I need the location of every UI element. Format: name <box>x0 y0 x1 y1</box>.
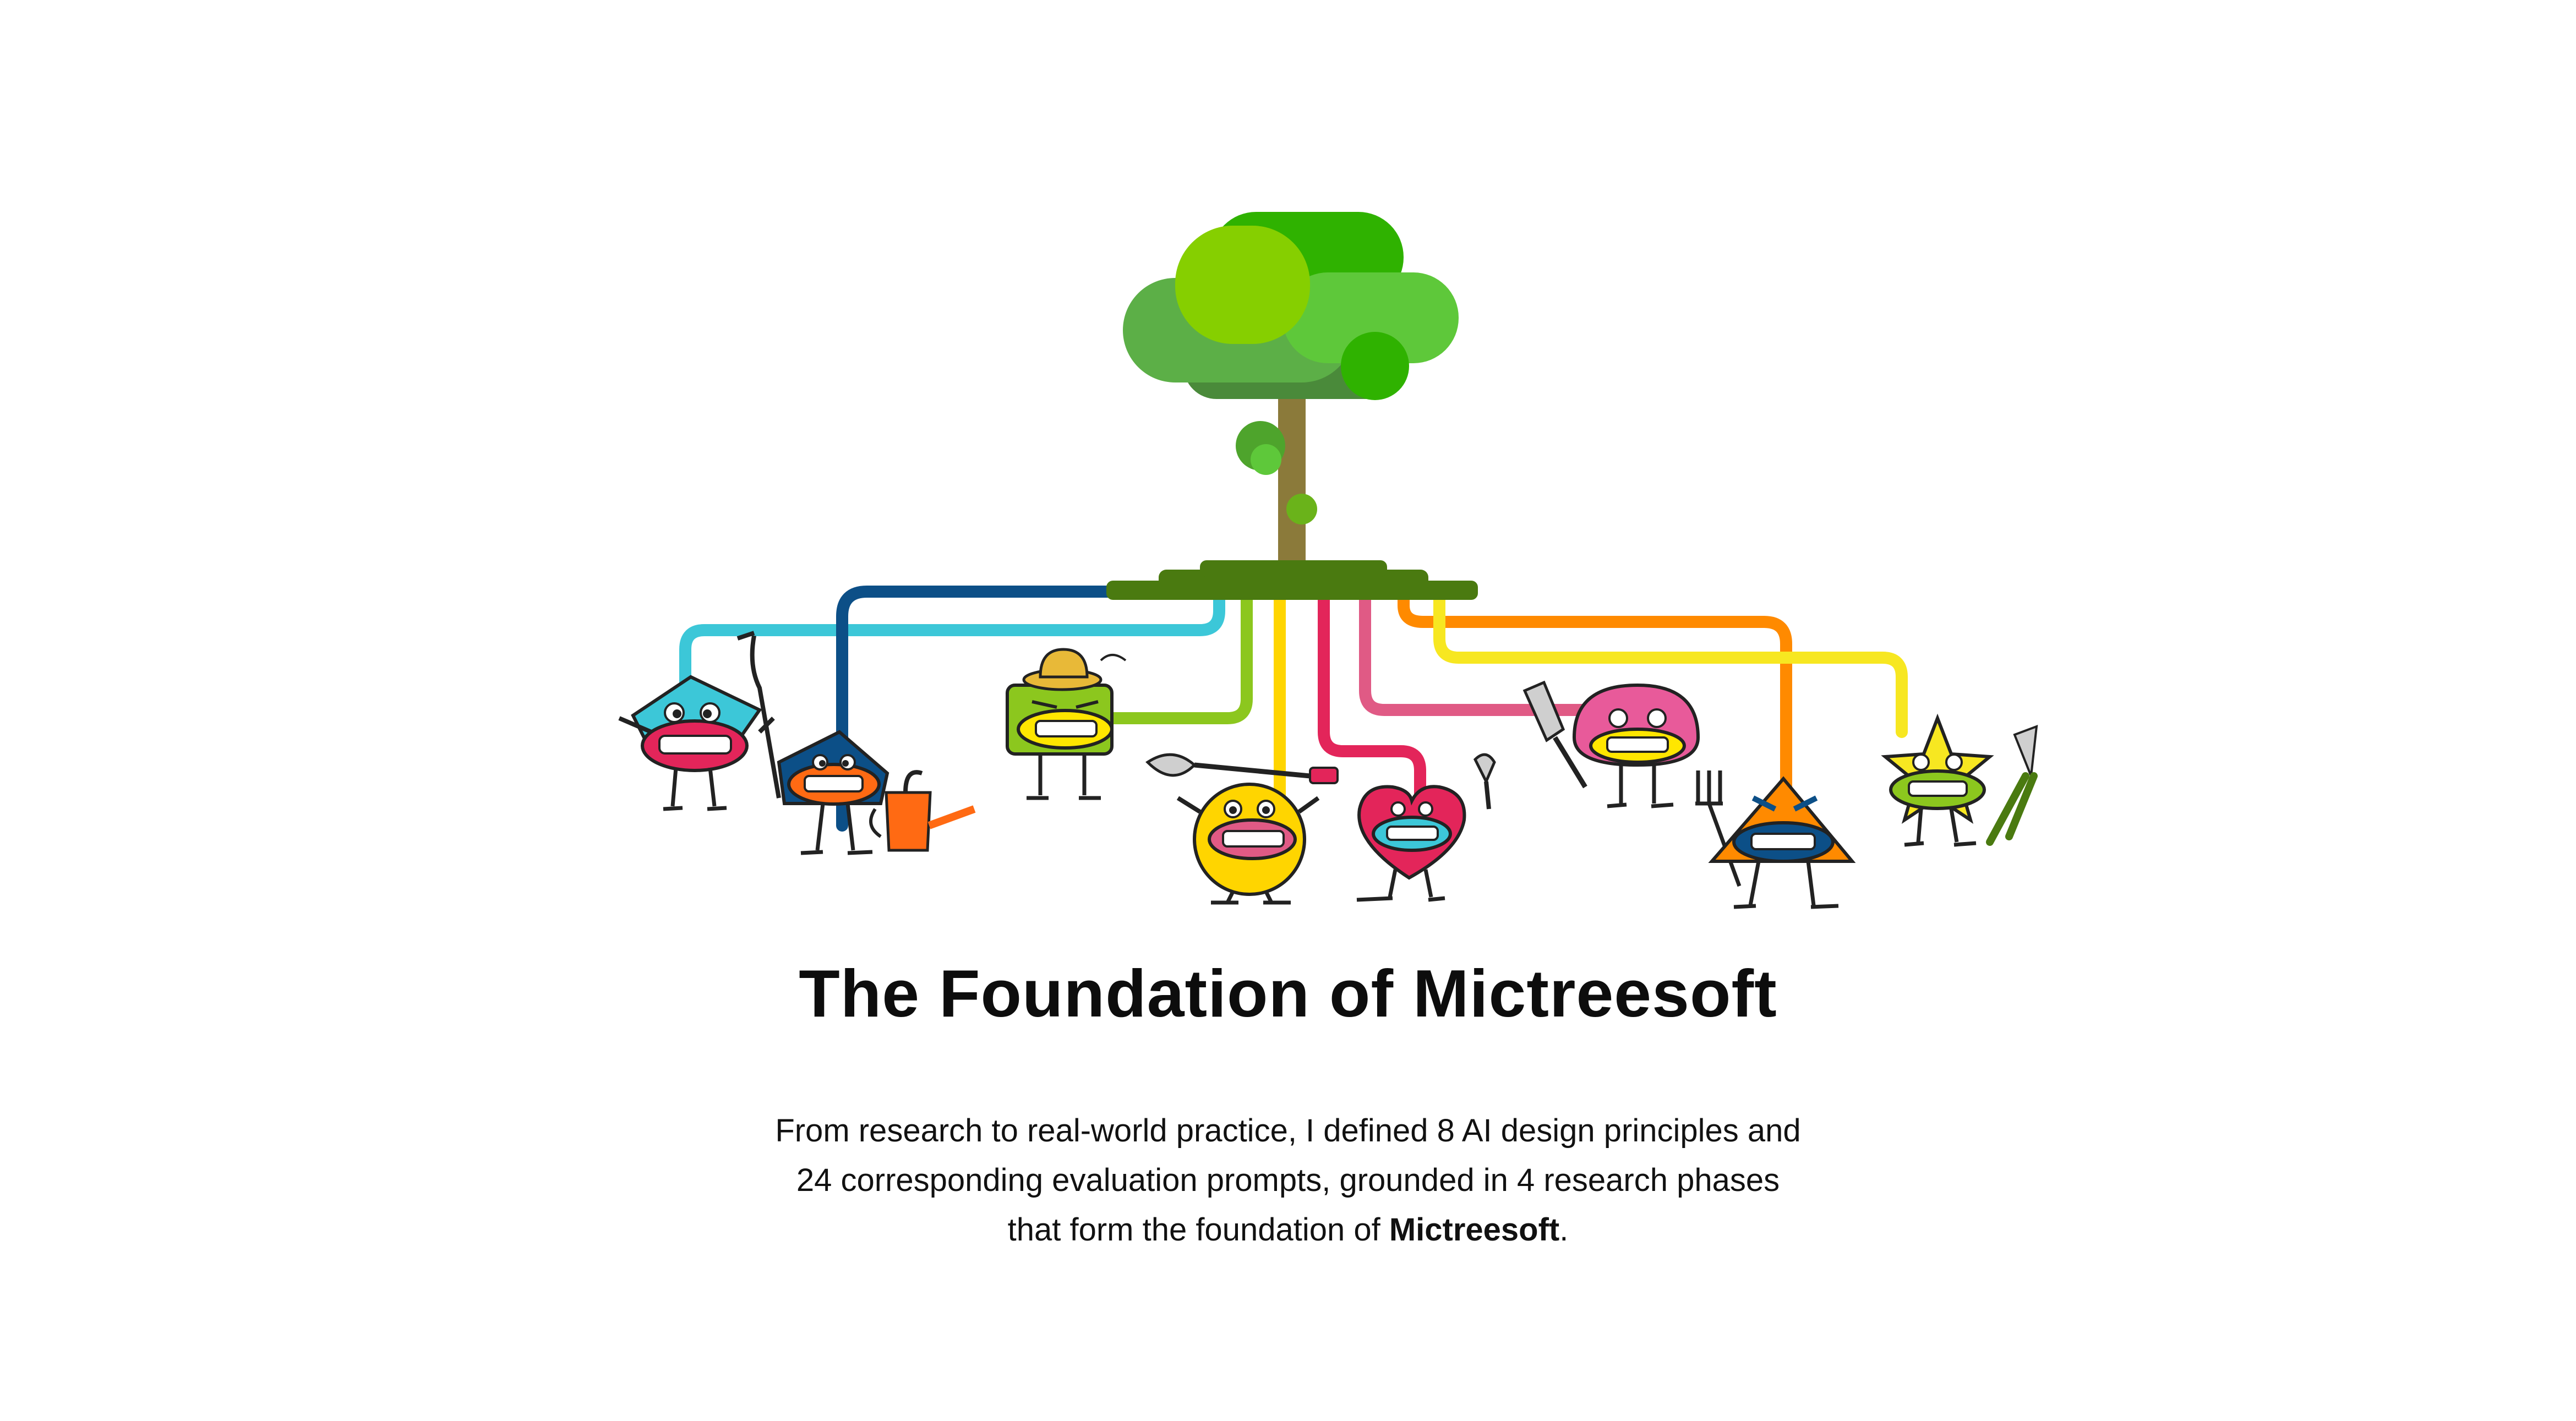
tree <box>1106 212 1478 600</box>
brand-name: Mictreesoft <box>1389 1212 1560 1248</box>
shears-icon <box>1986 724 2038 846</box>
intro-paragraph: From research to real-world practice, I … <box>650 1106 1926 1255</box>
shovel-icon <box>1145 753 1339 784</box>
root-line-orange <box>1398 594 1792 793</box>
root-line-lightyellow <box>1433 594 1908 738</box>
character-yellow-circle <box>1145 753 1339 905</box>
tree-ground <box>1106 560 1478 600</box>
character-red-heart <box>1356 753 1496 902</box>
hoe-icon <box>736 631 781 799</box>
paragraph-line-2: 24 corresponding evaluation prompts, gro… <box>796 1162 1780 1198</box>
character-yellow-star <box>1881 713 2038 847</box>
page-title: The Foundation of Mictreesoft <box>799 956 1777 1031</box>
root-line-navy <box>836 586 1148 832</box>
watering-can-icon <box>869 770 976 852</box>
character-cyan-diamond <box>618 631 781 811</box>
character-green-square <box>1006 648 1127 800</box>
character-navy-house <box>777 730 976 855</box>
character-pink-mushroom <box>1522 680 1700 808</box>
straw-hat-icon <box>1022 648 1127 691</box>
pitchfork-icon <box>1695 770 1742 887</box>
spade-icon <box>1522 680 1587 789</box>
character-orange-triangle <box>1695 770 1856 909</box>
root-line-red <box>1318 594 1426 804</box>
paragraph-line-1: From research to real-world practice, I … <box>775 1113 1801 1149</box>
root-line-pink <box>1359 594 1597 716</box>
trowel-icon <box>1473 753 1496 810</box>
tree-canopy <box>1123 212 1459 524</box>
paragraph-line-3-suffix: . <box>1559 1212 1569 1248</box>
tree-illustration <box>618 212 2038 909</box>
root-line-cyan <box>679 586 1225 694</box>
root-lines <box>679 586 1908 832</box>
root-line-lime <box>1103 594 1253 724</box>
paragraph-line-3-prefix: that form the foundation of <box>1007 1212 1389 1248</box>
